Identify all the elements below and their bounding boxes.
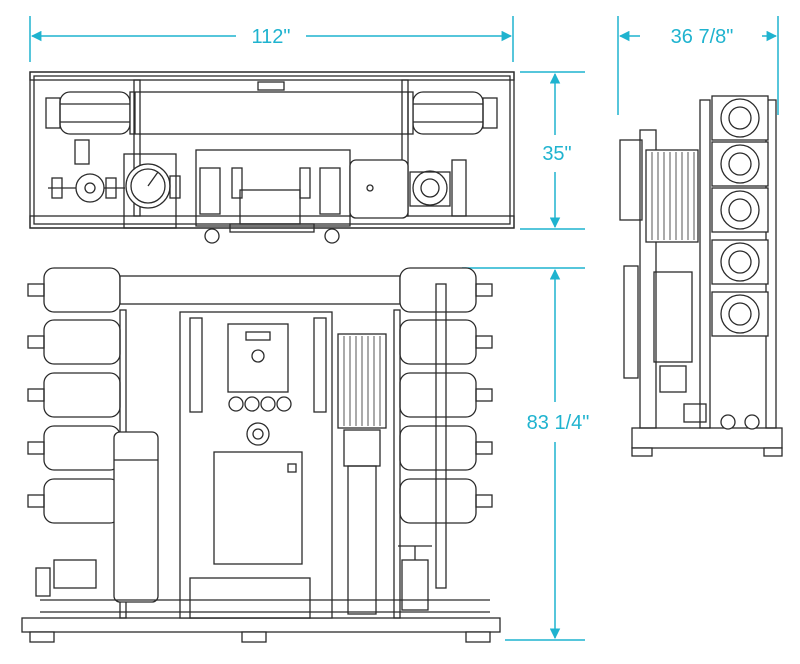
front-view <box>21 267 501 643</box>
dim-depth-label: 36 7/8" <box>671 26 734 48</box>
control-panel <box>179 311 333 619</box>
dimension-lines <box>29 16 779 641</box>
side-view <box>619 95 783 457</box>
top-view <box>29 71 515 244</box>
membrane-vessels <box>27 267 493 524</box>
top-membrane-housing <box>45 81 498 135</box>
dim-height-label: 83 1/4" <box>527 412 590 434</box>
dim-top-height-label: 35" <box>542 143 571 165</box>
dimension-labels: 112" 36 7/8" 35" 83 1/4" <box>252 26 734 434</box>
vessel-end-caps <box>711 95 769 337</box>
dim-width-label: 112" <box>252 26 291 48</box>
